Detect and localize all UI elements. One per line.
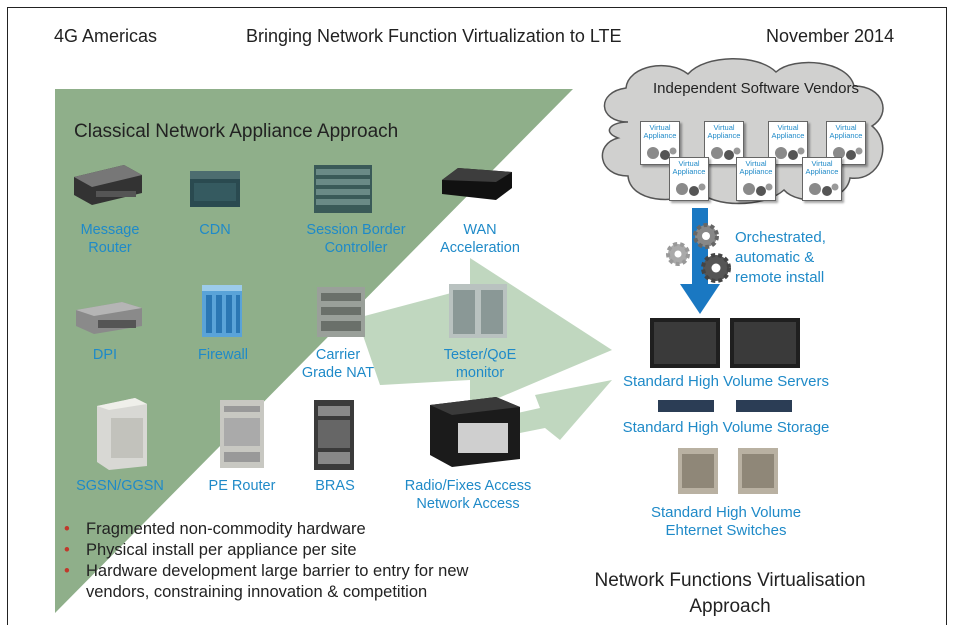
gear-icon (666, 242, 690, 266)
ethernet-switches-image (678, 448, 778, 494)
wan-acceleration-image (442, 168, 512, 200)
bullet-item-continuation: vendors, constraining innovation & compe… (86, 583, 428, 601)
header-org: 4G Americas (54, 26, 158, 46)
gear-icon (701, 253, 731, 283)
orchestration-label: Orchestrated,automatic &remote install (735, 229, 826, 286)
appliance-label-bras: BRAS (315, 478, 355, 494)
pe-router-image (220, 400, 264, 468)
bullet-item: Fragmented non-commodity hardware (64, 519, 468, 540)
appliance-label-dpi: DPI (92, 347, 118, 363)
sgsn-ggsn-image (97, 398, 147, 470)
message-router-image (74, 165, 142, 205)
storage-image (658, 400, 792, 412)
storage-label: Standard High Volume Storage (622, 419, 830, 436)
servers-label: Standard High Volume Servers (623, 373, 829, 390)
bullet-item: Hardware development large barrier to en… (64, 561, 468, 582)
isv-cloud-label: Independent Software Vendors (653, 80, 859, 97)
appliance-label-cdn: CDN (199, 222, 231, 238)
session-border-controller-image (314, 165, 372, 213)
radio-access-image (430, 397, 520, 467)
servers-image (650, 318, 800, 368)
gear-icon (693, 223, 719, 249)
firewall-image (202, 285, 242, 337)
appliance-label-sgsn-ggsn: SGSN/GGSN (76, 478, 164, 494)
cdn-image (190, 171, 240, 207)
classical-heading: Classical Network Appliance Approach (74, 121, 399, 142)
appliance-label-firewall: Firewall (198, 347, 248, 363)
header-title: Bringing Network Function Virtualization… (246, 26, 622, 46)
bras-image (314, 400, 354, 470)
classical-bullets: Fragmented non-commodity hardware Physic… (64, 519, 468, 603)
tester-qoe-monitor-image (449, 284, 507, 338)
migration-arrow-lower (495, 380, 612, 440)
carrier-grade-nat-image (317, 287, 365, 337)
classical-triangle (55, 89, 573, 613)
dpi-image (76, 302, 142, 334)
appliance-label-pe-router: PE Router (208, 478, 276, 494)
orchestration-arrow (666, 208, 731, 314)
bullet-item: Physical install per appliance per site (64, 540, 468, 561)
header-date: November 2014 (766, 26, 895, 46)
